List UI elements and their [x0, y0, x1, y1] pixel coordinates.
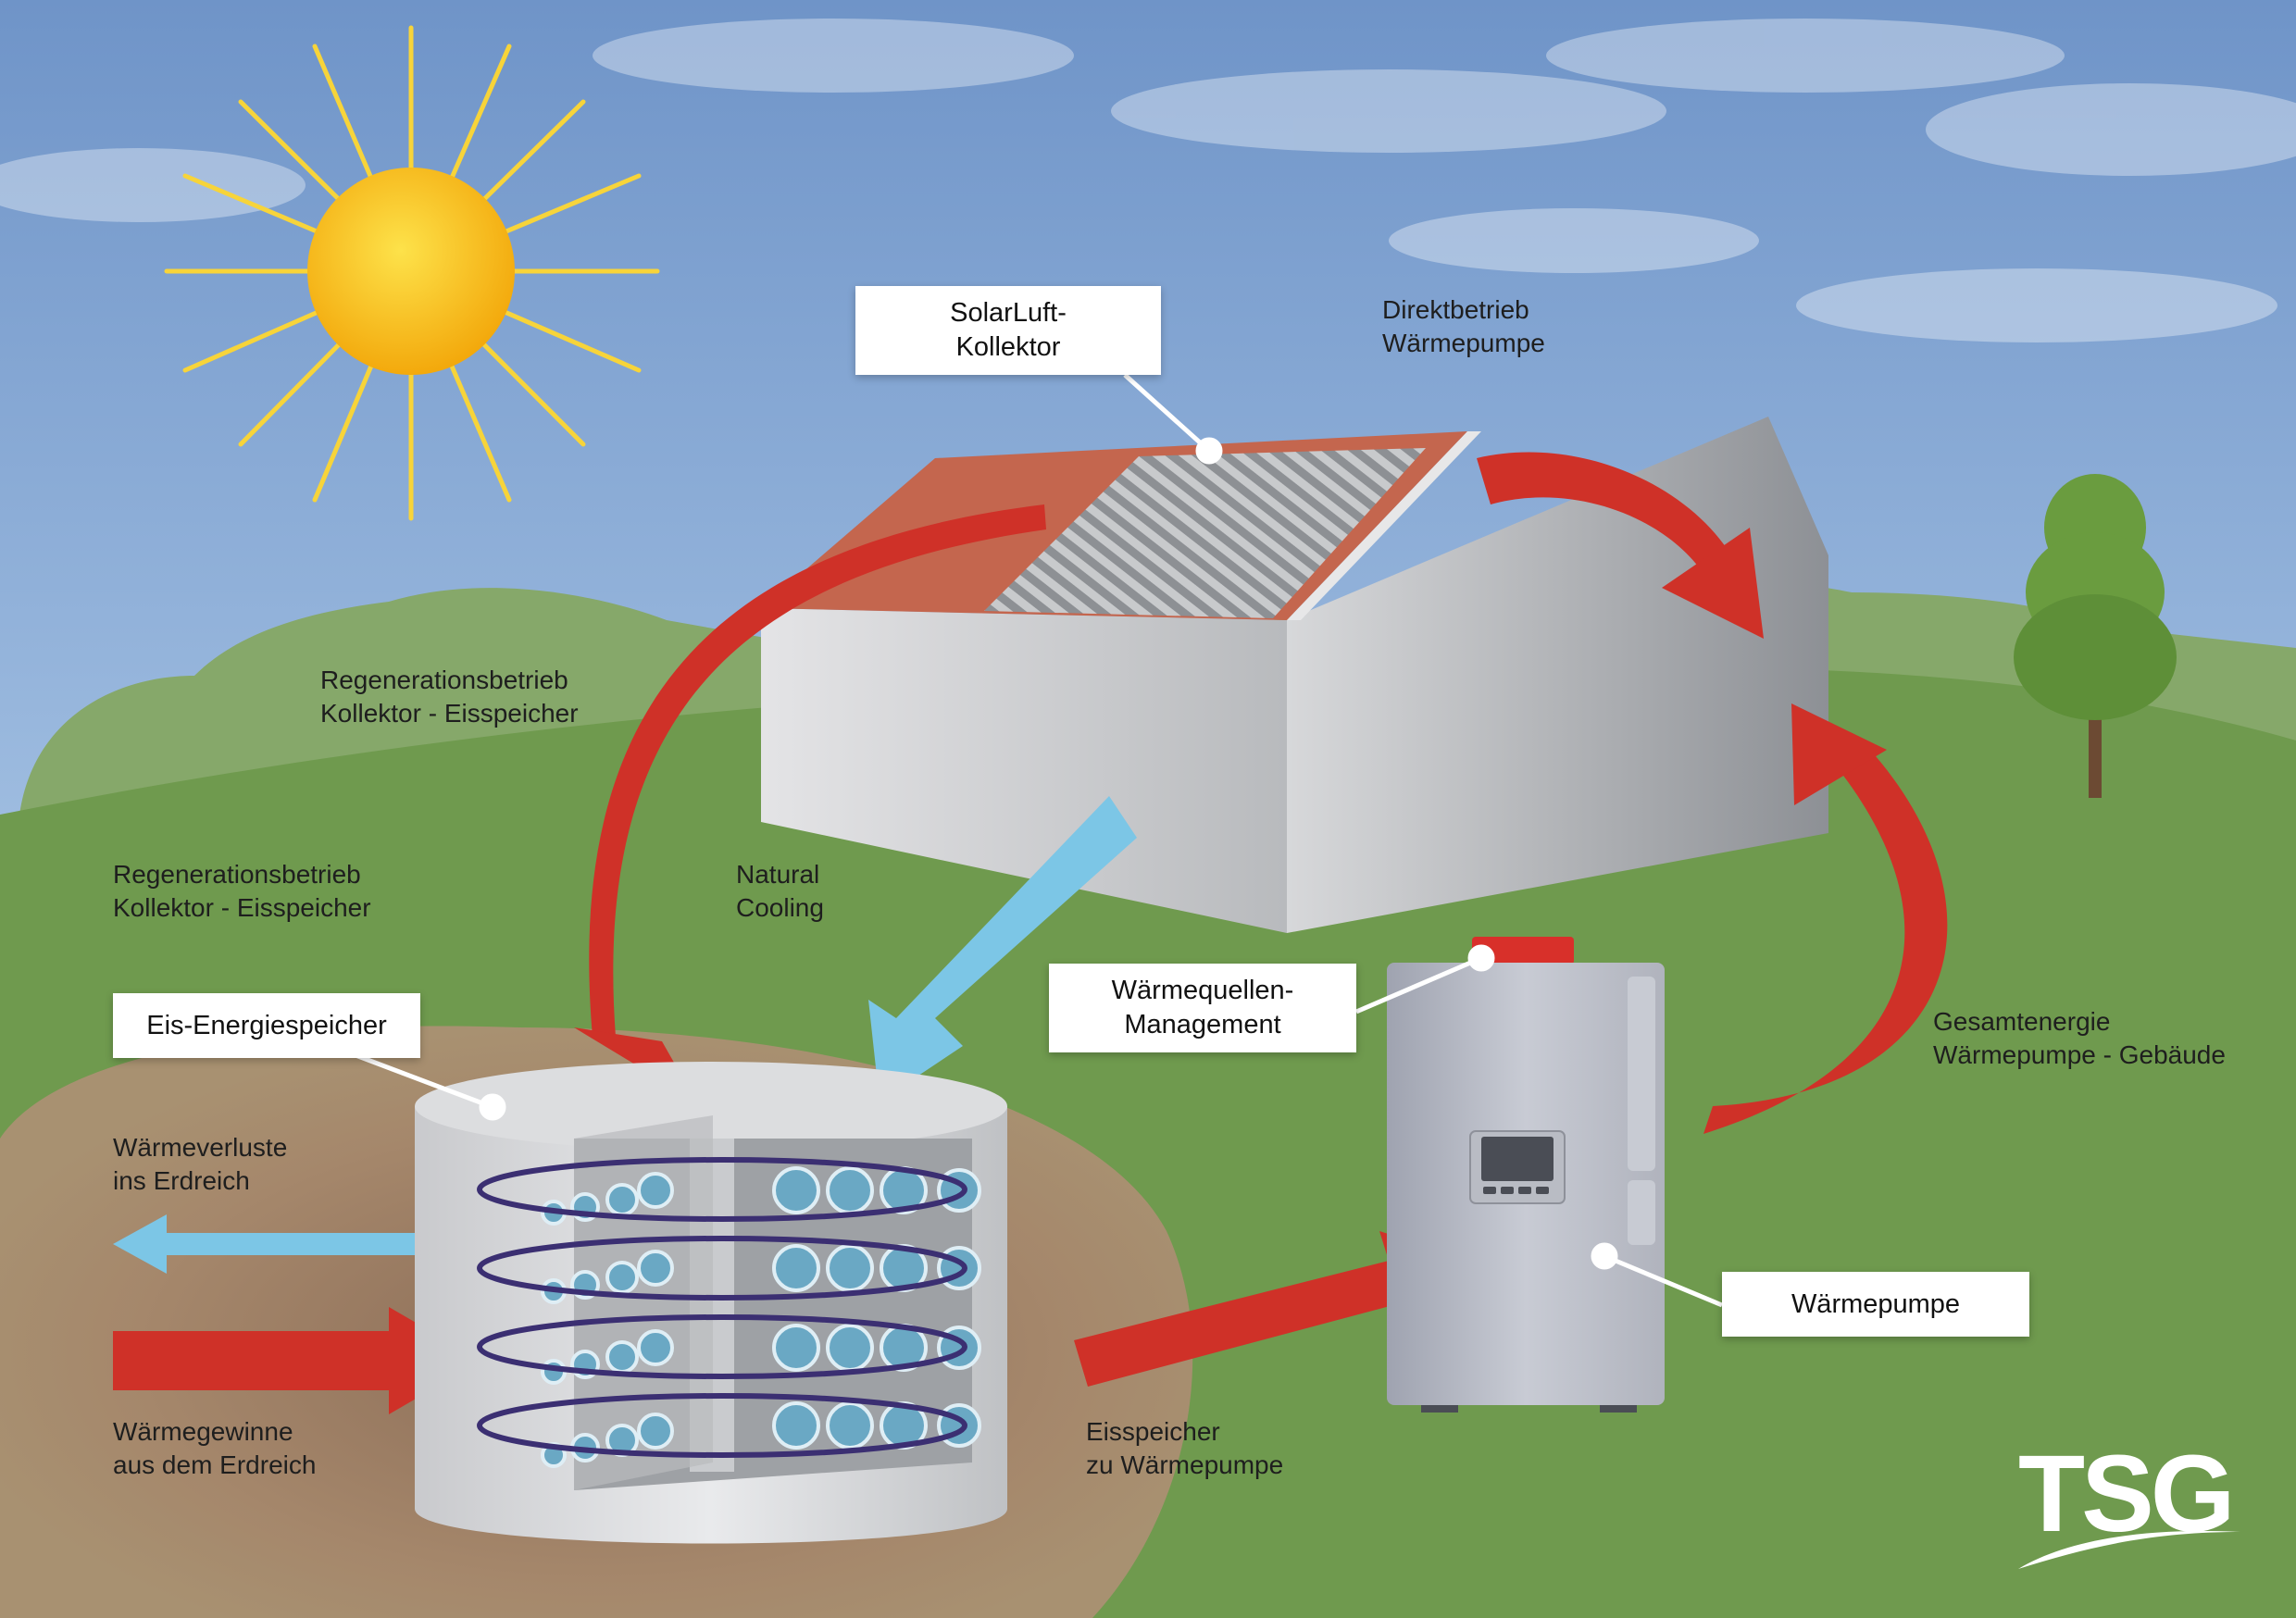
regeneration-lower-line-2: Kollektor - Eisspeicher — [113, 893, 371, 922]
logo-swoosh-icon — [2018, 1531, 2240, 1569]
direct-operation-label: Direktbetrieb Wärmepumpe — [1382, 293, 1545, 360]
ice-balls — [541, 1166, 981, 1468]
heat-loss-arrow — [113, 1214, 481, 1274]
ice-storage-callout: Eis-Energiespeicher — [113, 993, 420, 1058]
tsg-logo: TSG — [2009, 1439, 2250, 1578]
heat-source-management-line-2: Management — [1124, 1010, 1281, 1039]
cool-arrows — [113, 796, 1137, 1274]
heat-source-management-line-1: Wärmequellen- — [1111, 976, 1294, 1005]
natural-cooling-line-1: Natural — [736, 860, 820, 889]
total-energy-line-2: Wärmepumpe - Gebäude — [1933, 1040, 2226, 1069]
heat-loss-label: Wärmeverluste ins Erdreich — [113, 1131, 287, 1198]
clouds — [0, 19, 2296, 342]
total-energy-line-1: Gesamtenergie — [1933, 1007, 2111, 1036]
ice-to-heat-pump-label: Eisspeicher zu Wärmepumpe — [1086, 1415, 1283, 1482]
solar-air-collector — [984, 448, 1426, 618]
direct-operation-line-2: Wärmepumpe — [1382, 329, 1545, 357]
natural-cooling-arrow — [868, 796, 1137, 1101]
ice-to-heat-pump-line-1: Eisspeicher — [1086, 1417, 1220, 1446]
heat-gain-line-1: Wärmegewinne — [113, 1417, 293, 1446]
heat-loss-line-1: Wärmeverluste — [113, 1133, 288, 1162]
regeneration-upper-label: Regenerationsbetrieb Kollektor - Eisspei… — [320, 664, 579, 730]
solar-air-collector-callout: SolarLuft- Kollektor — [855, 286, 1161, 375]
regeneration-upper-line-2: Kollektor - Eisspeicher — [320, 699, 579, 728]
callout-leaders — [355, 373, 1723, 1308]
regeneration-lower-line-1: Regenerationsbetrieb — [113, 860, 361, 889]
heat-pump-label: Wärmepumpe — [1791, 1288, 1961, 1319]
ice-storage-label: Eis-Energiespeicher — [146, 1010, 387, 1040]
natural-cooling-line-2: Cooling — [736, 893, 824, 922]
regeneration-lower-label: Regenerationsbetrieb Kollektor - Eisspei… — [113, 858, 371, 925]
ice-to-heat-pump-line-2: zu Wärmepumpe — [1086, 1450, 1284, 1479]
heat-pump-unit — [1387, 937, 1665, 1413]
regeneration-upper-line-1: Regenerationsbetrieb — [320, 666, 568, 694]
solar-collector-line-2: Kollektor — [955, 332, 1061, 362]
heat-source-management-callout: Wärmequellen- Management — [1049, 964, 1356, 1052]
solar-collector-line-1: SolarLuft- — [950, 298, 1067, 328]
ice-to-heat-pump-arrow — [1074, 1231, 1481, 1387]
direct-operation-line-1: Direktbetrieb — [1382, 295, 1529, 324]
total-energy-arrow — [1703, 750, 1948, 1134]
sun-icon — [164, 25, 660, 521]
heat-gain-label: Wärmegewinne aus dem Erdreich — [113, 1415, 316, 1482]
total-energy-label: Gesamtenergie Wärmepumpe - Gebäude — [1933, 1005, 2226, 1072]
ice-storage-tank — [415, 1062, 1007, 1544]
natural-cooling-label: Natural Cooling — [736, 858, 824, 925]
heat-pump-callout: Wärmepumpe — [1722, 1272, 2029, 1337]
tsg-logo-text: TSG — [2018, 1433, 2236, 1555]
heat-gain-arrow — [113, 1307, 481, 1414]
direct-operation-arrow — [1477, 452, 1731, 574]
heat-exchanger-coil — [477, 1157, 967, 1458]
heat-loss-line-2: ins Erdreich — [113, 1166, 250, 1195]
heat-gain-line-2: aus dem Erdreich — [113, 1450, 317, 1479]
tree-icon — [2014, 474, 2177, 798]
